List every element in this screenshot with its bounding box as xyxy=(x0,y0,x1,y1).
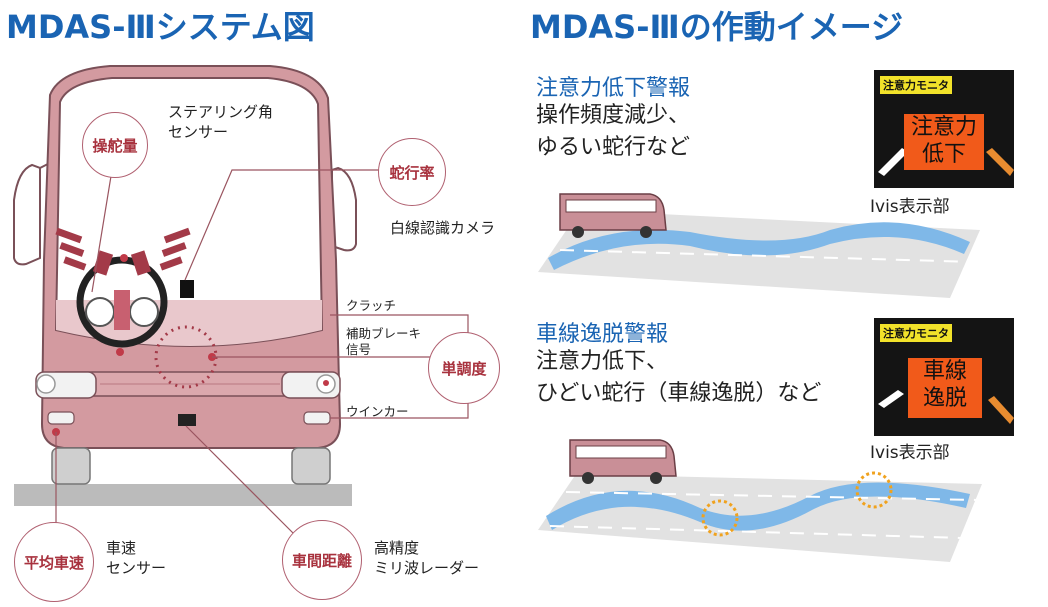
weave-rate-label: 蛇行率 xyxy=(389,163,435,182)
weave-rate-badge: 蛇行率 xyxy=(378,138,446,206)
bus-icon xyxy=(569,439,677,484)
ivis-display-lane: 注意力モニタ 車線 逸脱 xyxy=(874,318,1014,436)
ivis-display-label-2: Ivis表示部 xyxy=(870,443,950,463)
monitor-message: 車線 逸脱 xyxy=(908,358,982,418)
average-speed-label: 平均車速 xyxy=(23,553,84,572)
bus-front-illustration xyxy=(13,65,469,537)
monitor-tag: 注意力モニタ xyxy=(880,324,952,342)
monitor-message: 注意力 低下 xyxy=(904,114,984,170)
steering-angle-sensor-label-1: ステアリング角 xyxy=(168,103,274,121)
road-scene-lane-departure xyxy=(538,439,982,562)
monitor-tag: 注意力モニタ xyxy=(880,76,952,94)
monotony-badge: 単調度 xyxy=(428,332,500,404)
radar-label-1: 高精度 xyxy=(374,539,420,557)
speed-sensor-label-2: センサー xyxy=(106,559,167,577)
attention-warning-line1: 操作頻度減少、 xyxy=(536,103,691,128)
attention-warning-line2: ゆるい蛇行など xyxy=(536,135,691,160)
lane-departure-line1: 注意力低下、 xyxy=(536,349,669,374)
steering-amount-label: 操舵量 xyxy=(92,136,138,155)
following-distance-badge: 車間距離 xyxy=(282,520,362,600)
radar-label-2: ミリ波レーダー xyxy=(374,559,480,577)
steering-angle-sensor-label-2: センサー xyxy=(168,123,229,141)
following-distance-label: 車間距離 xyxy=(291,551,352,570)
speed-sensor-label-1: 車速 xyxy=(106,539,137,557)
aux-brake-label-2: 信号 xyxy=(346,342,372,357)
road-scene-attention xyxy=(538,193,980,298)
ivis-display-attention: 注意力モニタ 注意力 低下 xyxy=(874,70,1014,188)
attention-warning-heading: 注意力低下警報 xyxy=(536,76,691,101)
bus-icon xyxy=(559,193,667,238)
system-diagram-title: MDAS-Ⅲシステム図 xyxy=(6,8,315,46)
lane-departure-heading: 車線逸脱警報 xyxy=(536,322,669,347)
operation-image-title: MDAS-Ⅲの作動イメージ xyxy=(530,8,904,46)
clutch-label: クラッチ xyxy=(346,298,397,313)
lane-marks-icon xyxy=(878,390,1014,424)
lane-departure-line2: ひどい蛇行（車線逸脱）など xyxy=(536,381,822,406)
steering-amount-badge: 操舵量 xyxy=(82,112,148,178)
lane-camera-label: 白線認識カメラ xyxy=(390,219,496,237)
lane-marks-icon xyxy=(878,148,1014,176)
aux-brake-label-1: 補助ブレーキ xyxy=(346,326,422,341)
winker-label: ウインカー xyxy=(346,404,409,419)
ivis-display-label-1: Ivis表示部 xyxy=(870,197,950,217)
monotony-label: 単調度 xyxy=(441,359,487,378)
average-speed-badge: 平均車速 xyxy=(14,522,94,602)
